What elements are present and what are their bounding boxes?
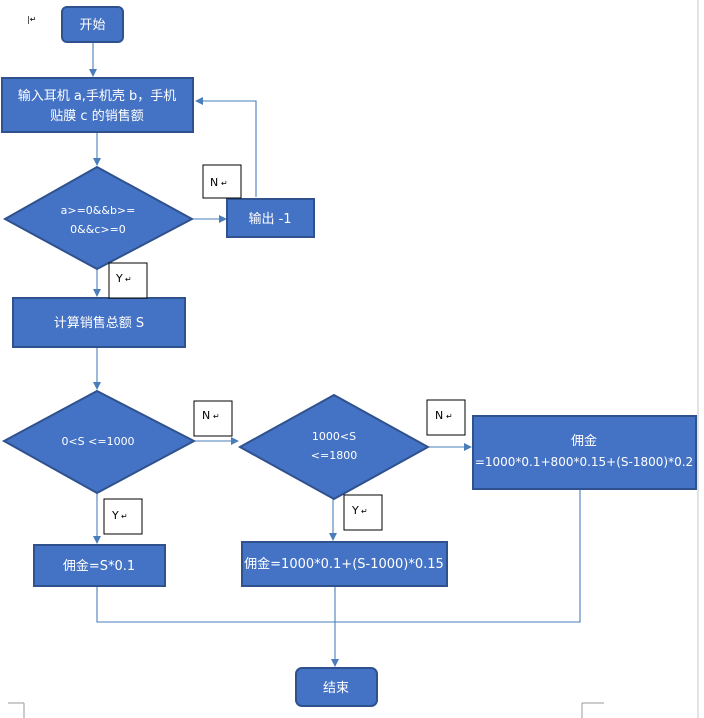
edge-label-range1-yes: Y ↵ — [103, 498, 143, 535]
end-label: 结束 — [323, 681, 349, 696]
edge-label-range2-no-text: N — [435, 409, 443, 422]
input-sales-node: 输入耳机 a,手机壳 b，手机 贴膜 c 的销售额 — [1, 77, 194, 133]
compute-total-label: 计算销售总额 S — [54, 315, 144, 331]
return-mark-icon: ↵ — [446, 412, 453, 421]
commission-low-label: 佣金=S*0.1 — [63, 558, 135, 574]
input-valid-decision: a>=0&&b>= 0&&c>=0 — [2, 165, 195, 271]
range2-line-1: 1000<S — [312, 430, 356, 443]
edge-label-range2-no: N ↵ — [426, 399, 466, 436]
edge-label-input-yes: Y ↵ — [108, 262, 148, 299]
commission-low-node: 佣金=S*0.1 — [33, 544, 166, 587]
edge-label-range1-no: N ↵ — [193, 400, 233, 437]
range1-decision: 0<S <=1000 — [1, 389, 197, 495]
paragraph-mark-icon: |↵ — [27, 15, 36, 24]
return-mark-icon: ↵ — [221, 179, 228, 188]
commission-mid-label: 佣金=1000*0.1+(S-1000)*0.15 — [244, 556, 444, 572]
crop-mark-bottom-left — [8, 702, 25, 718]
commission-high-line-1: 佣金 — [571, 433, 597, 449]
commission-high-line-2: =1000*0.1+800*0.15+(S-1800)*0.2 — [475, 455, 693, 469]
edge-output-loop-back — [195, 97, 257, 197]
edge-label-input-no: N ↵ — [202, 164, 242, 199]
end-node: 结束 — [295, 667, 378, 707]
edge-label-range1-yes-text: Y — [111, 509, 119, 522]
edge-low-merge — [96, 586, 335, 623]
input-line-1: 输入耳机 a,手机壳 b，手机 — [18, 88, 177, 104]
input-valid-line-2: 0&&c>=0 — [70, 223, 126, 236]
input-valid-line-1: a>=0&&b>= — [61, 204, 136, 217]
crop-mark-bottom-right — [581, 702, 604, 718]
output-error-label: 输出 -1 — [248, 211, 291, 227]
compute-total-node: 计算销售总额 S — [12, 297, 186, 348]
range2-decision: 1000<S <=1800 — [237, 393, 431, 501]
return-mark-icon: ↵ — [361, 507, 368, 516]
edge-label-range2-yes: Y ↵ — [343, 494, 383, 531]
range2-line-2: <=1800 — [311, 449, 357, 462]
return-mark-icon: ↵ — [213, 412, 220, 421]
edge-high-merge — [335, 489, 581, 623]
edge-label-range1-no-text: N — [202, 409, 210, 422]
commission-mid-node: 佣金=1000*0.1+(S-1000)*0.15 — [241, 541, 448, 587]
output-error-node: 输出 -1 — [226, 198, 315, 238]
edge-label-range2-yes-text: Y — [351, 504, 359, 517]
edge-label-input-yes-text: Y — [115, 272, 123, 285]
return-mark-icon: ↵ — [125, 275, 132, 284]
start-label: 开始 — [79, 18, 105, 33]
return-mark-icon: ↵ — [121, 512, 128, 521]
start-node: 开始 — [61, 6, 124, 43]
commission-high-node: 佣金 =1000*0.1+800*0.15+(S-1800)*0.2 — [472, 415, 697, 490]
input-line-2: 贴膜 c 的销售额 — [50, 108, 143, 124]
edge-label-input-no-text: N — [210, 176, 218, 189]
range1-label: 0<S <=1000 — [61, 435, 134, 448]
